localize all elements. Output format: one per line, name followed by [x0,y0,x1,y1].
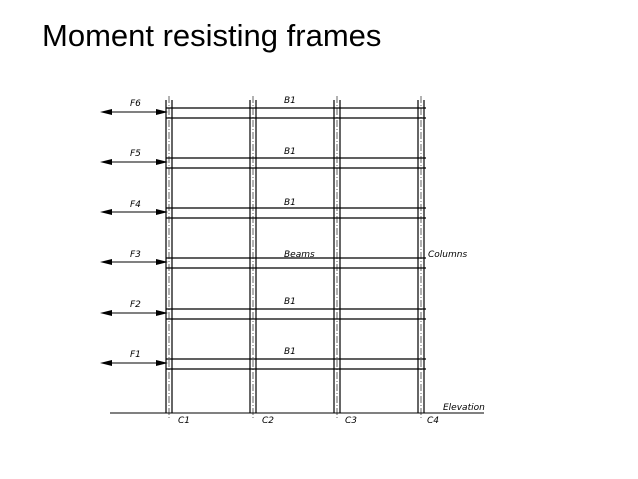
force-label-f1: F1 [130,350,141,360]
beam-label-level-3: Beams [284,250,315,260]
force-arrow-f1-head-left [100,360,112,366]
force-label-f3: F3 [130,250,141,260]
force-arrow-f2-head-left [100,310,112,316]
beam-label-level-5: B1 [284,147,296,157]
frame-structure [100,96,484,419]
beam-label-level-1: B1 [284,347,296,357]
beam-label-level-4: B1 [284,198,296,208]
column-label-c1: C1 [178,416,190,426]
force-arrow-f4-head-left [100,209,112,215]
beam-label-level-2: B1 [284,297,296,307]
column-label-c3: C3 [345,416,357,426]
force-arrow-f1-head-right [156,360,168,366]
force-arrow-f6-head-left [100,109,112,115]
force-label-f6: F6 [130,99,141,109]
force-arrow-f5-head-right [156,159,168,165]
force-arrow-f3-head-right [156,259,168,265]
force-arrow-f5-head-left [100,159,112,165]
frame-labels: F6 F5 F4 F3 F2 F1 B1 B1 B1 Beams B1 B1 C… [130,96,485,426]
force-arrow-f6-head-right [156,109,168,115]
force-label-f2: F2 [130,300,141,310]
force-arrow-f2-head-right [156,310,168,316]
elevation-label: Elevation [443,403,485,413]
columns-label: Columns [428,250,467,260]
force-label-f5: F5 [130,149,141,159]
force-label-f4: F4 [130,200,141,210]
force-arrow-f4-head-right [156,209,168,215]
column-label-c4: C4 [427,416,439,426]
beam-label-level-6: B1 [284,96,296,106]
slide-title: Moment resisting frames [42,18,382,53]
force-arrow-f3-head-left [100,259,112,265]
column-label-c2: C2 [262,416,274,426]
